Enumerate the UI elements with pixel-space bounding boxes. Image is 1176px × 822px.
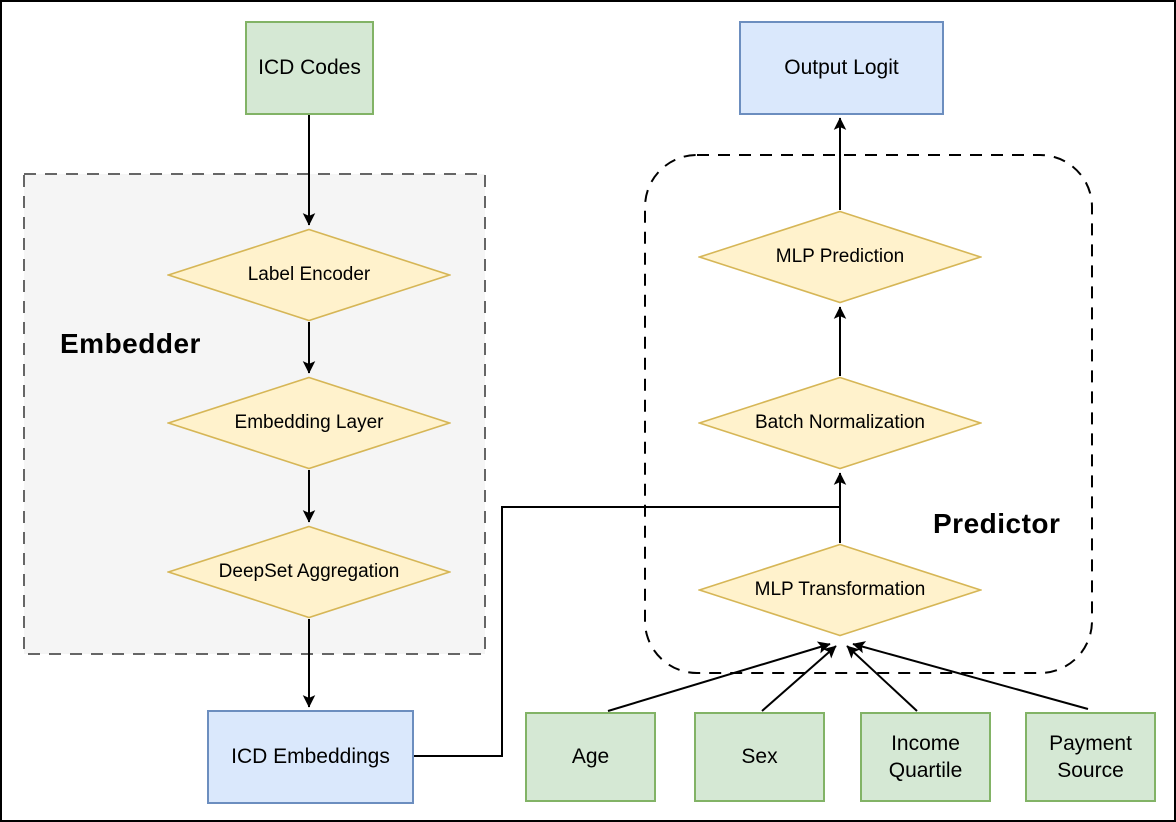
predictor-group-label: Predictor [933, 508, 1061, 539]
node-payment-source-label: Payment Source [1049, 731, 1132, 782]
node-mlp-transformation-label: MLP Transformation [754, 579, 926, 600]
node-icd-embeddings[interactable]: ICD Embeddings [207, 710, 414, 804]
node-payment-source[interactable]: Payment Source [1025, 712, 1156, 802]
node-income-quartile-label: Income Quartile [888, 731, 963, 782]
node-batch-normalization[interactable]: Batch Normalization [698, 376, 982, 470]
node-deepset-aggregation[interactable]: DeepSet Aggregation [167, 525, 451, 619]
node-label-encoder-label: Label Encoder [247, 264, 371, 285]
node-label-encoder[interactable]: Label Encoder [167, 228, 451, 322]
node-mlp-prediction[interactable]: MLP Prediction [698, 210, 982, 304]
edge-payment-source-to-mlp-transformation [852, 641, 1089, 710]
edge-age-to-mlp-transformation [607, 641, 831, 712]
node-icd-embeddings-label: ICD Embeddings [231, 745, 390, 769]
node-embedding-layer-label: Embedding Layer [234, 412, 384, 433]
node-mlp-prediction-label: MLP Prediction [775, 246, 905, 267]
node-deepset-aggregation-label: DeepSet Aggregation [218, 561, 400, 582]
node-sex[interactable]: Sex [694, 712, 825, 802]
node-embedding-layer[interactable]: Embedding Layer [167, 376, 451, 470]
node-batch-normalization-label: Batch Normalization [754, 412, 926, 433]
node-mlp-transformation[interactable]: MLP Transformation [698, 543, 982, 637]
embedder-group-label: Embedder [60, 328, 201, 359]
node-age[interactable]: Age [525, 712, 656, 802]
edge-income-quartile-to-mlp-transformation [846, 645, 918, 712]
node-icd-codes-label: ICD Codes [258, 56, 361, 80]
node-income-quartile[interactable]: Income Quartile [860, 712, 991, 802]
node-icd-codes[interactable]: ICD Codes [245, 21, 374, 115]
edge-sex-to-mlp-transformation [761, 645, 837, 712]
node-output-logit[interactable]: Output Logit [739, 21, 944, 115]
node-sex-label: Sex [741, 745, 778, 769]
node-age-label: Age [571, 745, 610, 769]
node-output-logit-label: Output Logit [784, 56, 899, 80]
